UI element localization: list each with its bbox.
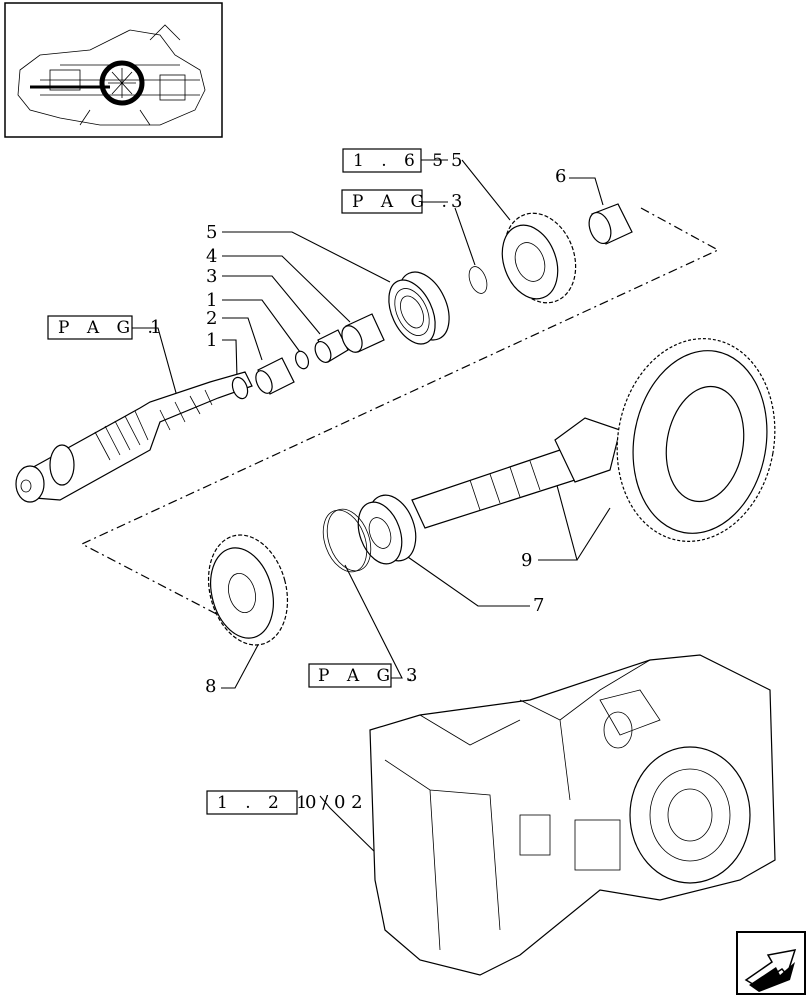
ref-box-1-21[interactable]: 1 . 2 1 xyxy=(206,790,313,815)
input-shaft xyxy=(15,371,253,503)
callout-3-left: 3 xyxy=(206,266,217,287)
assembly-boundary-dashed xyxy=(80,207,720,622)
bushing-6 xyxy=(588,203,633,245)
svg-text:1 . 2 1: 1 . 2 1 xyxy=(217,793,313,813)
snap-ring-1-upper xyxy=(294,350,310,370)
callout-7: 7 xyxy=(533,595,544,616)
callout-5-top: 5 xyxy=(451,150,462,171)
gear-8 xyxy=(207,534,289,646)
callout-3-bottom: 3 xyxy=(406,665,417,686)
callout-2: 2 xyxy=(206,308,217,329)
bearing-5 xyxy=(388,271,450,345)
callout-4: 4 xyxy=(206,246,217,267)
sleeve-4 xyxy=(341,313,385,353)
overview-thumbnail xyxy=(4,2,223,138)
callout-0-02: 0 / 0 2 xyxy=(305,792,363,813)
svg-text:P A G .: P A G . xyxy=(352,192,453,212)
svg-text:P A G .: P A G . xyxy=(58,318,159,338)
snap-ring-1-lower xyxy=(231,376,249,400)
gear-5-top xyxy=(501,212,577,304)
callout-8: 8 xyxy=(205,676,216,697)
callout-5-left: 5 xyxy=(206,222,217,243)
svg-text:1 . 6 5: 1 . 6 5 xyxy=(353,151,449,171)
callout-1-upper: 1 xyxy=(206,290,217,311)
spacer-2 xyxy=(255,357,295,395)
shim-3-bottom xyxy=(322,508,372,573)
nut-3 xyxy=(314,329,349,363)
next-page-arrow-icon[interactable] xyxy=(736,931,806,995)
crown-wheel-9 xyxy=(616,338,776,542)
bearing-7 xyxy=(357,494,417,565)
callout-1-lower: 1 xyxy=(206,330,217,351)
pinion-shaft-9 xyxy=(411,417,621,529)
leader-lines xyxy=(132,159,611,861)
transmission-housing xyxy=(369,654,776,976)
ref-box-pag-bottom[interactable]: P A G . xyxy=(308,663,419,688)
ref-box-pag-left[interactable]: P A G . xyxy=(47,315,159,340)
callout-6: 6 xyxy=(555,166,566,187)
ref-box-1-65[interactable]: 1 . 6 5 xyxy=(342,148,449,173)
circlip-3-top xyxy=(468,266,488,294)
svg-text:P A G .: P A G . xyxy=(318,666,419,686)
callout-9: 9 xyxy=(521,550,532,571)
callout-3-top: 3 xyxy=(451,191,462,212)
